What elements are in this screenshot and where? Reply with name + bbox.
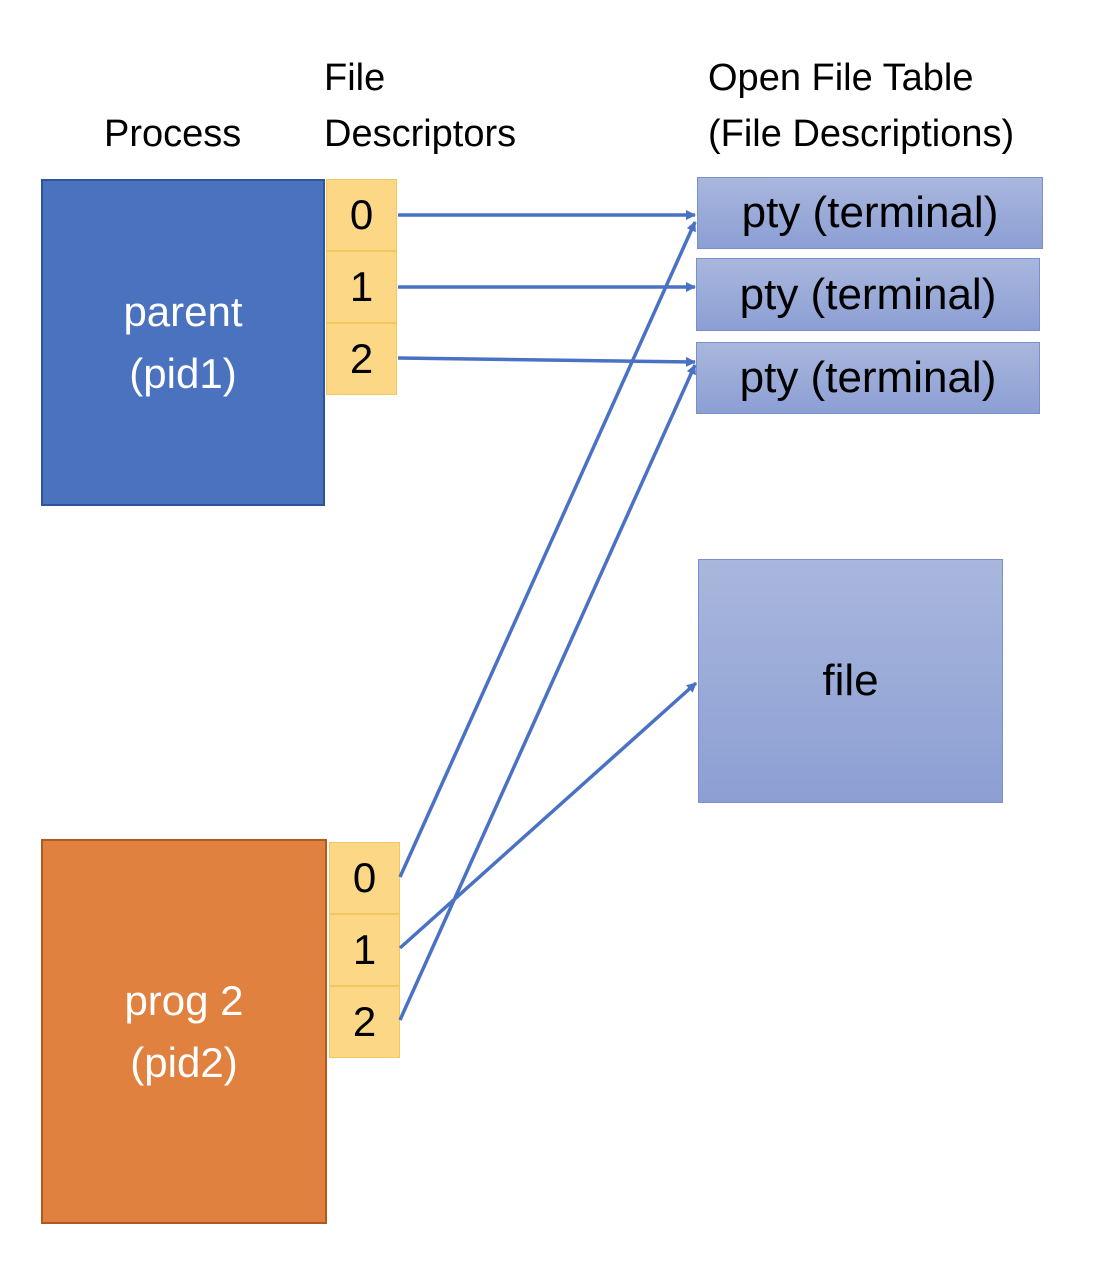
header-oft-line1: Open File Table [708,57,974,99]
oft-entry-pty-0: pty (terminal) [697,177,1043,249]
header-fd-line2: Descriptors [324,113,517,155]
header-fd-line1: File [324,57,386,99]
edge-child-fd1-file [398,681,698,950]
header-oft-line2: (File Descriptions) [708,113,1015,155]
oft-entry-pty-2: pty (terminal) [696,342,1040,414]
process-child: prog 2 (pid2) [41,839,327,1224]
oft-entry-file: file [698,559,1003,803]
parent-fd-1: 1 [326,251,397,323]
oft-entry-pty-1: pty (terminal) [696,258,1040,331]
process-child-name: prog 2 [124,976,244,1024]
child-fd-2: 2 [329,986,400,1058]
process-child-pid: (pid2) [130,1038,238,1086]
parent-fd-0: 0 [326,179,397,251]
process-parent-name: parent [123,287,243,335]
edge-child-fd0-pty0 [398,221,697,878]
process-parent: parent (pid1) [41,179,325,506]
process-parent-pid: (pid1) [129,349,237,397]
header-open-file-table: Open File Table (File Descriptions) [708,50,1014,162]
child-fd-1: 1 [329,914,400,986]
parent-fd-2: 2 [326,323,397,395]
edge-child-fd2-pty2 [398,364,697,1021]
child-fd-0: 0 [329,842,400,914]
header-process: Process [104,113,242,155]
edge-parent-fd2-pty2 [397,356,696,367]
header-file-descriptors: File Descriptors [324,50,516,162]
